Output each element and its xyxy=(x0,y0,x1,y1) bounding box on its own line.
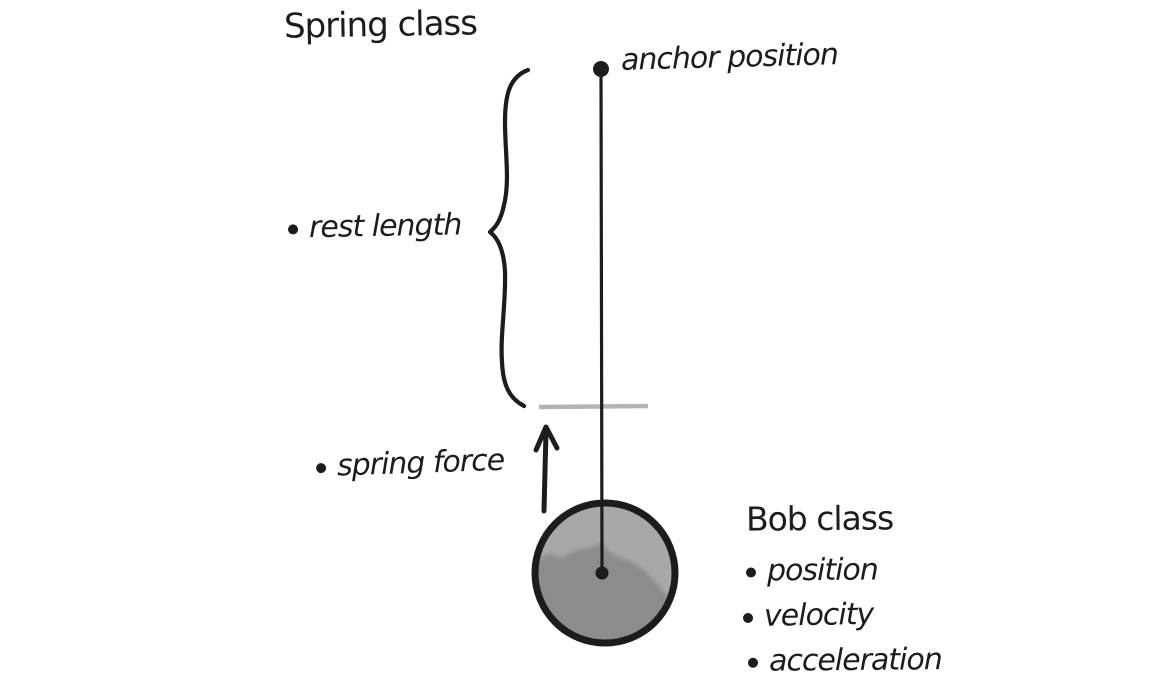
rest-length-label: rest length xyxy=(287,207,462,246)
bob-property-velocity: velocity xyxy=(742,596,874,635)
bullet-icon xyxy=(287,224,299,235)
bob-property-position: position xyxy=(745,552,878,589)
bullet-icon xyxy=(745,567,757,578)
bob-shading xyxy=(537,542,673,641)
bob-outline xyxy=(531,499,679,647)
bob-class-title: Bob class xyxy=(745,498,894,539)
spring-force-text: spring force xyxy=(336,442,505,484)
spring-class-title: Spring class xyxy=(283,3,478,47)
bob-property-acceleration: acceleration xyxy=(747,642,942,680)
rest-position-line xyxy=(538,403,649,410)
bob-property-position-text: position xyxy=(766,552,878,589)
rest-length-brace-icon xyxy=(487,67,531,409)
anchor-dot xyxy=(593,61,609,77)
bob xyxy=(531,499,679,647)
bullet-icon xyxy=(315,462,327,474)
bob-property-velocity-text: velocity xyxy=(763,596,874,634)
bullet-icon xyxy=(742,612,754,624)
bob-property-acceleration-text: acceleration xyxy=(768,642,942,679)
spring-force-arrow-icon xyxy=(533,424,560,514)
spring-line xyxy=(599,67,604,575)
spring-force-label: spring force xyxy=(315,442,505,486)
rest-length-text: rest length xyxy=(308,207,462,246)
anchor-position-label: anchor position xyxy=(620,37,839,78)
bob-center-dot xyxy=(595,566,609,580)
bullet-icon xyxy=(747,657,759,668)
